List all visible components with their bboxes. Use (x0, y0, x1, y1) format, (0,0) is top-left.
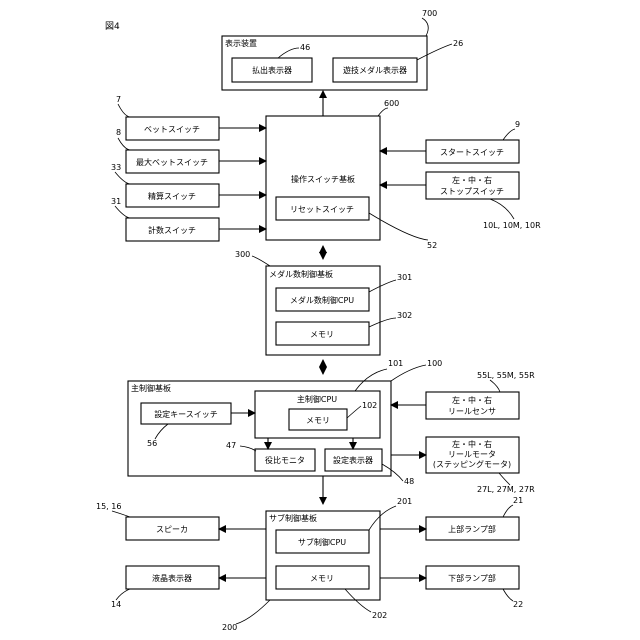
ref-202: 202 (372, 611, 387, 620)
ref-48: 48 (404, 477, 414, 486)
max-bet-switch-label: 最大ベットスイッチ (136, 157, 208, 167)
display-device-block: 表示装置 払出表示器 遊技メダル表示器 (222, 36, 427, 90)
reset-switch-label: リセットスイッチ (290, 205, 354, 214)
main-board-block: 主制御基板 主制御CPU メモリ 設定キースイッチ 役比モニタ 設定表示器 (128, 381, 391, 476)
main-memory-label: メモリ (306, 416, 330, 425)
ref-100: 100 (427, 359, 442, 368)
count-switch-block: 計数スイッチ (126, 218, 219, 241)
ref-700: 700 (422, 9, 437, 18)
medal-cpu-label: メダル数制御CPU (290, 295, 354, 305)
ref-101: 101 (388, 359, 403, 368)
ref-200: 200 (222, 623, 237, 632)
bet-switch-block: ベットスイッチ (126, 117, 219, 140)
payout-display-label: 払出表示器 (252, 65, 292, 75)
medal-board-title: メダル数制御基板 (269, 269, 333, 279)
start-switch-block: スタートスイッチ (426, 140, 519, 163)
stop-switch-line1: 左・中・右 (452, 175, 492, 185)
ref-22: 22 (513, 600, 523, 609)
stop-switch-line2: ストップスイッチ (440, 187, 504, 196)
speaker-block: スピーカ (126, 517, 219, 540)
reel-motor-block: 左・中・右 リールモータ (ステッピングモータ) (426, 437, 519, 473)
stop-switch-block: 左・中・右 ストップスイッチ (426, 172, 519, 199)
main-board-title: 主制御基板 (131, 383, 171, 393)
count-switch-label: 計数スイッチ (148, 225, 196, 235)
medal-select-display-label: 遊技メダル表示器 (343, 65, 407, 75)
bet-switch-label: ベットスイッチ (144, 125, 200, 134)
reel-motor-line2: リールモータ (448, 450, 496, 459)
ref-201: 201 (397, 497, 412, 506)
ref-26: 26 (453, 39, 463, 48)
lcd-label: 液晶表示器 (152, 573, 192, 583)
ref-55lmr: 55L, 55M, 55R (477, 371, 535, 380)
sub-cpu-label: サブ制御CPU (298, 537, 346, 547)
medal-board-block: メダル数制御基板 メダル数制御CPU メモリ (266, 266, 380, 355)
ref-47: 47 (226, 441, 236, 450)
speaker-label: スピーカ (156, 525, 188, 534)
ref-300: 300 (235, 250, 250, 259)
sub-board-title: サブ制御基板 (269, 513, 317, 523)
ref-10lmr: 10L, 10M, 10R (483, 221, 541, 230)
reel-motor-line3: (ステッピングモータ) (433, 459, 511, 469)
setting-key-switch-label: 設定キースイッチ (154, 409, 218, 419)
main-cpu-label: 主制御CPU (297, 394, 337, 404)
figure-label: 図4 (105, 21, 120, 32)
ref-302: 302 (397, 311, 412, 320)
ratio-monitor-label: 役比モニタ (265, 455, 305, 465)
upper-lamp-label: 上部ランプ部 (448, 524, 496, 534)
ref-21: 21 (513, 496, 523, 505)
ref-33: 33 (111, 163, 121, 172)
ref-31: 31 (111, 197, 121, 206)
setting-display-label: 設定表示器 (333, 455, 373, 465)
lcd-block: 液晶表示器 (126, 566, 219, 589)
ref-8: 8 (116, 128, 121, 137)
reel-sensor-line1: 左・中・右 (452, 395, 492, 405)
medal-memory-label: メモリ (310, 330, 334, 339)
operation-board-title: 操作スイッチ基板 (291, 174, 355, 184)
ref-7: 7 (116, 95, 121, 104)
sub-board-block: サブ制御基板 サブ制御CPU メモリ (266, 511, 380, 600)
display-device-title: 表示装置 (225, 38, 257, 48)
ref-52: 52 (427, 241, 437, 250)
sub-memory-label: メモリ (310, 574, 334, 583)
settle-switch-label: 精算スイッチ (148, 191, 196, 201)
ref-56: 56 (147, 439, 157, 448)
lower-lamp-label: 下部ランプ部 (448, 573, 496, 583)
operation-board-block: 操作スイッチ基板 リセットスイッチ (266, 116, 380, 240)
lower-lamp-block: 下部ランプ部 (426, 566, 519, 589)
ref-102: 102 (362, 401, 377, 410)
upper-lamp-block: 上部ランプ部 (426, 517, 519, 540)
ref-600: 600 (384, 99, 399, 108)
reel-sensor-line2: リールセンサ (448, 407, 496, 416)
ref-14: 14 (111, 600, 121, 609)
ref-301: 301 (397, 273, 412, 282)
ref-15-16: 15, 16 (96, 502, 121, 511)
ref-9: 9 (515, 120, 520, 129)
start-switch-label: スタートスイッチ (440, 148, 504, 157)
settle-switch-block: 精算スイッチ (126, 184, 219, 207)
reel-motor-line1: 左・中・右 (452, 439, 492, 449)
max-bet-switch-block: 最大ベットスイッチ (126, 150, 219, 173)
ref-27lmr: 27L, 27M, 27R (477, 485, 535, 494)
reel-sensor-block: 左・中・右 リールセンサ (426, 392, 519, 419)
ref-46: 46 (300, 43, 310, 52)
